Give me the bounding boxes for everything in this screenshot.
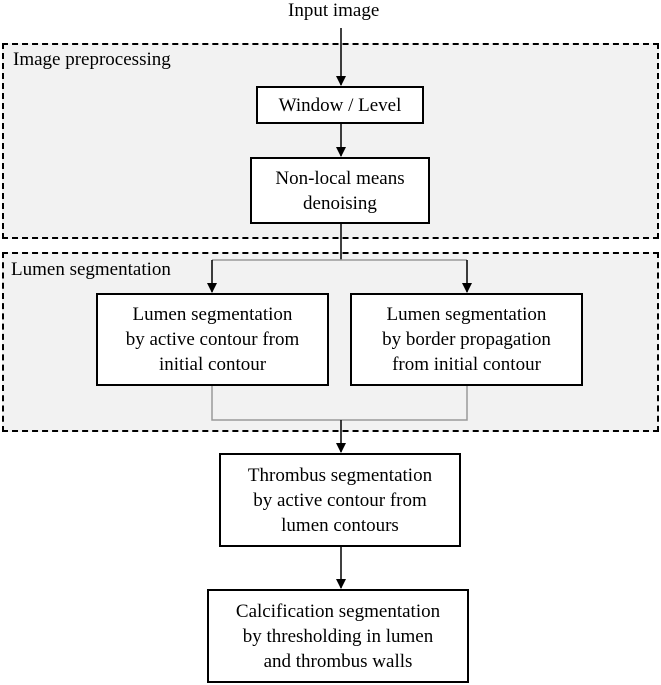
thrombus-segmentation-node: Thrombus segmentation by active contour … <box>219 453 461 547</box>
window-level-node: Window / Level <box>256 86 424 124</box>
image-preprocessing-label: Image preprocessing <box>13 49 171 70</box>
calcification-segmentation-node: Calcification segmentation by thresholdi… <box>207 589 469 683</box>
denoising-node: Non-local means denoising <box>250 157 430 224</box>
input-image-label: Input image <box>288 0 380 21</box>
lumen-segmentation-label: Lumen segmentation <box>11 259 171 280</box>
lumen-border-propagation-node: Lumen segmentation by border propagation… <box>350 293 583 386</box>
line-merge <box>211 385 468 421</box>
lumen-active-contour-node: Lumen segmentation by active contour fro… <box>96 293 329 386</box>
